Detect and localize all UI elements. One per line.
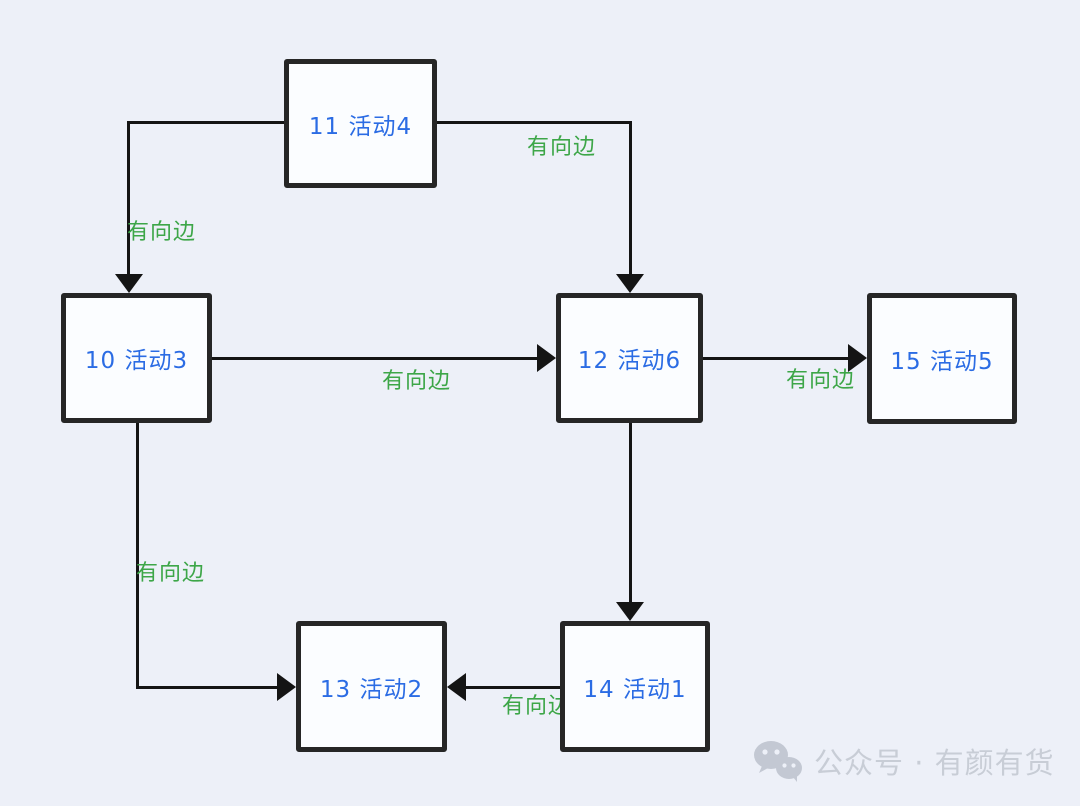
arrowhead-down-icon	[616, 602, 644, 621]
edge-line	[212, 357, 537, 360]
node-10-activity3: 10 活动3	[61, 293, 212, 423]
edge-label: 有向边	[136, 561, 206, 586]
edge-line	[629, 423, 632, 603]
arrowhead-right-icon	[537, 344, 556, 372]
watermark-text: 公众号 · 有颜有货	[814, 746, 1055, 780]
edge-line	[136, 423, 139, 688]
edge-line	[466, 686, 560, 689]
node-13-activity2: 13 活动2	[296, 621, 447, 752]
wechat-icon	[754, 741, 802, 782]
edge-line	[136, 686, 278, 689]
edge-line	[127, 121, 130, 276]
node-15-activity5: 15 活动5	[867, 293, 1017, 424]
arrowhead-right-icon	[848, 344, 867, 372]
arrowhead-down-icon	[616, 274, 644, 293]
arrowhead-right-icon	[277, 673, 296, 701]
watermark: 公众号 · 有颜有货	[752, 740, 1055, 782]
edge-label: 有向边	[786, 368, 856, 393]
edge-line	[437, 121, 631, 124]
edge-label: 有向边	[502, 694, 572, 719]
arrowhead-down-icon	[115, 274, 143, 293]
node-14-activity1: 14 活动1	[560, 621, 710, 752]
arrowhead-left-icon	[447, 673, 466, 701]
node-11-activity4: 11 活动4	[284, 59, 437, 188]
edge-label: 有向边	[127, 220, 197, 245]
edge-line	[129, 121, 284, 124]
edge-line	[703, 357, 848, 360]
node-12-activity6: 12 活动6	[556, 293, 703, 423]
edge-label: 有向边	[527, 135, 597, 160]
edge-line	[629, 121, 632, 276]
edge-label: 有向边	[382, 369, 452, 394]
